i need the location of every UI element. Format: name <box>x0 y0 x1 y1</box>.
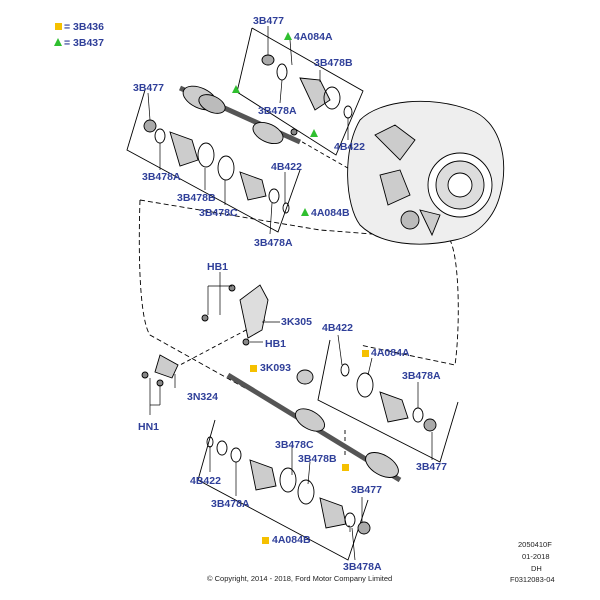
part-label: 3B478B <box>177 192 216 204</box>
drawing-initials: DH <box>531 564 542 573</box>
part-label: 3B477 <box>133 82 164 94</box>
diagram-markers <box>232 85 349 471</box>
part-label: 3K093 <box>260 362 291 374</box>
drawing-date: 01-2018 <box>522 552 550 561</box>
triangle-marker <box>310 129 318 137</box>
square-marker-icon <box>362 350 369 357</box>
support-bracket <box>141 284 269 387</box>
triangle-marker <box>232 85 240 93</box>
part-label: 3B477 <box>253 15 284 27</box>
legend-triangle-icon <box>54 38 62 46</box>
square-marker <box>342 464 349 471</box>
triangle-marker-icon <box>284 32 292 40</box>
part-label: 3N324 <box>187 391 218 403</box>
part-label: 4B422 <box>334 141 365 153</box>
part-label: 4A084B <box>311 207 350 219</box>
part-label: 3B478A <box>343 561 382 573</box>
transmission-housing <box>347 100 505 245</box>
part-label: 3B478C <box>199 207 238 219</box>
square-marker-icon <box>250 365 257 372</box>
part-label: 3B478A <box>142 171 181 183</box>
part-label: 3B478A <box>211 498 250 510</box>
drawing-number: F0312083-04 <box>510 575 555 584</box>
part-label: 3K305 <box>281 316 312 328</box>
part-label: 3B478A <box>258 105 297 117</box>
part-label: 3B477 <box>351 484 382 496</box>
top-panel-parts <box>261 54 353 136</box>
leader-lines <box>147 26 433 561</box>
part-label: 4B422 <box>190 475 221 487</box>
triangle-marker-icon <box>301 208 309 216</box>
right-bracket-panel <box>317 339 459 463</box>
right-panel-parts <box>340 363 437 432</box>
part-label: 3B478C <box>275 439 314 451</box>
legend-square-label: = 3B436 <box>64 21 104 33</box>
part-label: 4A084A <box>371 347 410 359</box>
lower-panel-parts <box>206 436 371 535</box>
part-label: 4A084B <box>272 534 311 546</box>
part-label: 3B478A <box>402 370 441 382</box>
top-bracket-panel <box>236 27 364 156</box>
part-label: 4A084A <box>294 31 333 43</box>
part-label: 3B478B <box>314 57 353 69</box>
part-label: 3B477 <box>416 461 447 473</box>
upper-left-bracket-panel <box>126 89 301 233</box>
part-label: HB1 <box>265 338 287 350</box>
part-label: 4B422 <box>271 161 302 173</box>
part-label: 4B422 <box>322 322 353 334</box>
drawing-code: 2050410F <box>518 540 552 549</box>
square-marker-icon <box>262 537 269 544</box>
legend-triangle-label: = 3B437 <box>64 37 104 49</box>
part-label: HB1 <box>207 261 229 273</box>
part-label: HN1 <box>138 421 160 433</box>
upper-left-panel-parts <box>143 119 290 214</box>
part-label: 3B478B <box>298 453 337 465</box>
upper-driveshaft <box>178 85 302 145</box>
copyright-text: © Copyright, 2014 - 2018, Ford Motor Com… <box>207 574 393 583</box>
lower-driveshaft <box>226 369 402 483</box>
part-label: 3B478A <box>254 237 293 249</box>
legend-square-icon <box>55 23 62 30</box>
